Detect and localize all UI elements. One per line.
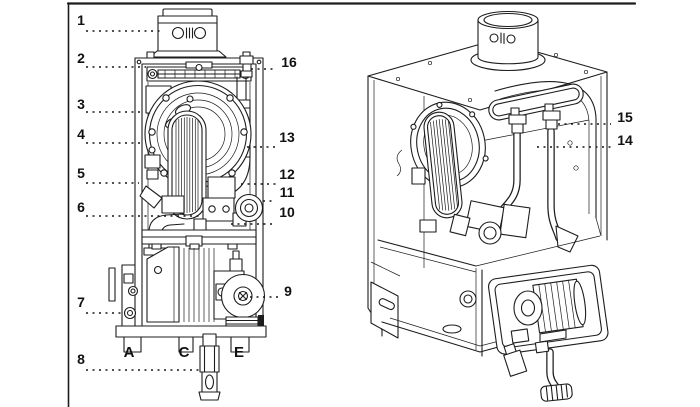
port-label-e: E [233, 344, 244, 361]
drain-valve-front [199, 334, 220, 400]
page-border [68, 3, 635, 407]
callout-label-4: 4 [77, 126, 85, 142]
callout-label-14: 14 [617, 132, 633, 148]
callout-label-10: 10 [279, 204, 295, 220]
callout-label-11: 11 [279, 184, 295, 200]
base-and-connections [116, 326, 266, 352]
gas-valve-iso [450, 201, 530, 244]
ignition-wire [397, 150, 402, 176]
port-label-a: A [123, 344, 135, 361]
callout-label-5: 5 [77, 165, 85, 181]
drain-valve-iso [501, 341, 572, 401]
heat-exchanger-iso [423, 111, 464, 220]
heat-exchanger-coil [168, 111, 206, 219]
callout-label-3: 3 [77, 96, 85, 112]
flue-collar-iso [471, 12, 545, 71]
callout-label-7: 7 [77, 294, 85, 310]
handle-slot [487, 82, 585, 122]
mid-shelf [142, 230, 256, 249]
callout-label-12: 12 [279, 166, 295, 182]
front-view-drawing [109, 9, 266, 400]
return-elbow [140, 147, 184, 255]
callout-label-15: 15 [617, 109, 633, 125]
callout-label-9: 9 [284, 283, 292, 299]
iso-side-box [412, 168, 425, 184]
callout-label-2: 2 [77, 50, 85, 66]
top-rail [147, 62, 251, 81]
callout-label-13: 13 [279, 129, 295, 145]
callout-label-16: 16 [281, 54, 297, 70]
iso-chassis [371, 236, 604, 356]
panel-hole [574, 166, 578, 170]
callout-label-6: 6 [77, 199, 85, 215]
callout-label-1: 1 [77, 12, 85, 28]
iso-view-drawing [368, 12, 609, 402]
port-label-c: C [178, 344, 190, 361]
flue-terminal [150, 9, 226, 57]
pump-panel-iso [488, 264, 609, 355]
corner-bracket [556, 226, 578, 252]
hydraulic-compartment [109, 247, 264, 332]
iso-lower-box [420, 220, 436, 232]
callout-label-8: 8 [77, 351, 85, 367]
panel-hole [568, 141, 572, 145]
leader-lines [86, 31, 611, 370]
fan-blower [236, 195, 263, 222]
